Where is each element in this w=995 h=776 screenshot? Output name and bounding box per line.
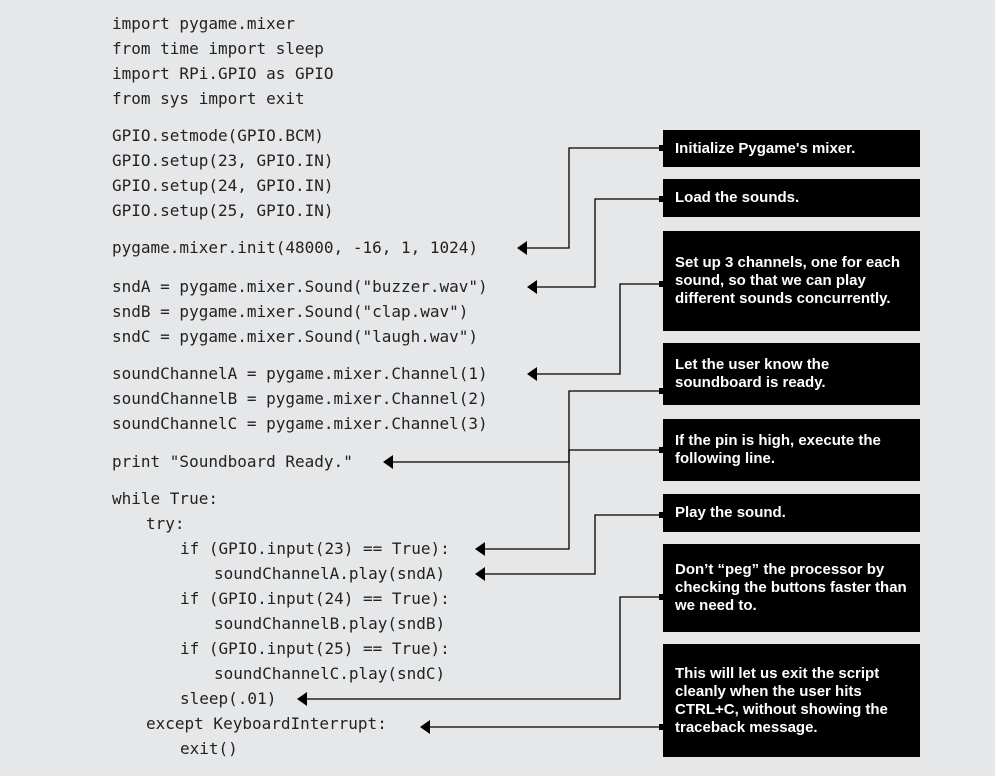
code-line: if (GPIO.input(25) == True): [180, 639, 450, 658]
code-line: sleep(.01) [180, 689, 277, 708]
code-line: GPIO.setmode(GPIO.BCM) [112, 126, 324, 145]
annotation-box: Load the sounds. [663, 179, 920, 217]
code-line: soundChannelA.play(sndA) [214, 564, 446, 583]
arrowhead-icon [420, 720, 430, 734]
annotation-box: Play the sound. [663, 494, 920, 532]
connector-anchor [659, 145, 664, 151]
annotation-box: This will let us exit the script cleanly… [663, 644, 920, 757]
connector-anchor [659, 594, 664, 600]
connector-line [483, 449, 663, 550]
connector-anchor [659, 281, 664, 287]
connector-line [391, 390, 663, 463]
code-line: soundChannelC = pygame.mixer.Channel(3) [112, 414, 488, 433]
connector-line [535, 283, 663, 375]
code-line: GPIO.setup(24, GPIO.IN) [112, 176, 334, 195]
annotation-box: Initialize Pygame's mixer. [663, 130, 920, 167]
connector-anchor [659, 724, 664, 730]
annotation-box: Don’t “peg” the processor by checking th… [663, 544, 920, 632]
code-line: soundChannelB.play(sndB) [214, 614, 446, 633]
arrowhead-icon [475, 567, 485, 581]
code-line: soundChannelA = pygame.mixer.Channel(1) [112, 364, 488, 383]
arrowhead-icon [383, 455, 393, 469]
connector-anchor [659, 196, 664, 202]
code-line: from time import sleep [112, 39, 324, 58]
connector-anchor [659, 388, 664, 394]
code-line: from sys import exit [112, 89, 305, 108]
connector-anchor [659, 512, 664, 518]
code-line: if (GPIO.input(23) == True): [180, 539, 450, 558]
code-line: soundChannelB = pygame.mixer.Channel(2) [112, 389, 488, 408]
code-line: sndA = pygame.mixer.Sound("buzzer.wav") [112, 277, 488, 296]
code-line: if (GPIO.input(24) == True): [180, 589, 450, 608]
arrowhead-icon [517, 241, 527, 255]
annotation-box: Set up 3 channels, one for each sound, s… [663, 231, 920, 331]
code-line: except KeyboardInterrupt: [146, 714, 387, 733]
arrowhead-icon [475, 542, 485, 556]
code-line: print "Soundboard Ready." [112, 452, 353, 471]
connector-line [305, 596, 663, 700]
code-line: exit() [180, 739, 238, 758]
arrowhead-icon [527, 367, 537, 381]
code-line: try: [146, 514, 185, 533]
code-line: GPIO.setup(25, GPIO.IN) [112, 201, 334, 220]
annotation-box: Let the user know the soundboard is read… [663, 343, 920, 405]
code-line: pygame.mixer.init(48000, -16, 1, 1024) [112, 238, 479, 257]
code-line: sndC = pygame.mixer.Sound("laugh.wav") [112, 327, 479, 346]
arrowhead-icon [527, 280, 537, 294]
connector-line [525, 147, 663, 249]
annotation-box: If the pin is high, execute the followin… [663, 419, 920, 481]
connector-anchor [659, 447, 664, 453]
code-line: sndB = pygame.mixer.Sound("clap.wav") [112, 302, 469, 321]
code-line: import RPi.GPIO as GPIO [112, 64, 334, 83]
code-line: import pygame.mixer [112, 14, 296, 33]
code-line: soundChannelC.play(sndC) [214, 664, 446, 683]
connector-line [483, 514, 663, 575]
code-line: GPIO.setup(23, GPIO.IN) [112, 151, 334, 170]
arrowhead-icon [297, 692, 307, 706]
code-line: while True: [112, 489, 218, 508]
connector-line [535, 198, 663, 288]
